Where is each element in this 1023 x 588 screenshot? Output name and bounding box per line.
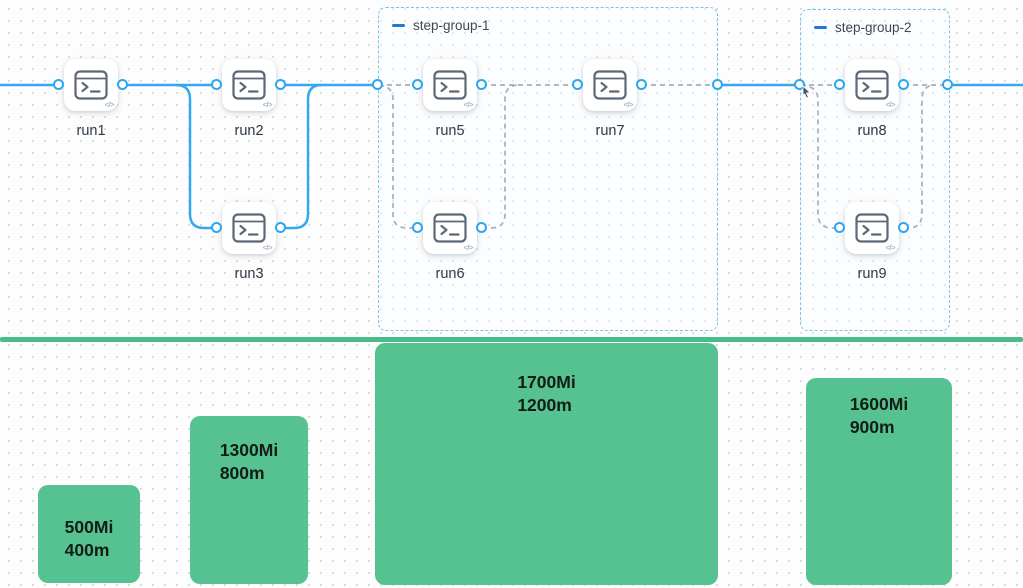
task-node-run2[interactable]: </> — [222, 59, 276, 111]
terminal-icon — [433, 70, 467, 100]
code-badge-icon: </> — [623, 100, 634, 109]
bar-cpu-value: 800m — [219, 463, 265, 484]
connection-port[interactable] — [412, 79, 424, 91]
node-label-run6: run6 — [435, 266, 465, 282]
task-node-run5[interactable]: </> — [423, 59, 477, 111]
resource-usage-bar: 1600Mi 900m — [806, 378, 952, 585]
section-divider-line — [0, 337, 1023, 342]
bar-memory-value: 1700Mi — [517, 372, 576, 392]
task-node-run9[interactable]: </> — [845, 202, 899, 254]
node-label-run5: run5 — [435, 123, 465, 139]
resource-usage-bar: 1700Mi 1200m — [375, 343, 718, 585]
connection-port[interactable] — [53, 79, 65, 91]
resource-usage-bar: 1300Mi 800m — [190, 416, 308, 584]
connection-port[interactable] — [476, 79, 488, 91]
bar-cpu-value: 1200m — [517, 395, 572, 416]
connection-port[interactable] — [117, 79, 129, 91]
task-node-run8[interactable]: </> — [845, 59, 899, 111]
terminal-icon — [855, 70, 889, 100]
solid-edge — [174, 83, 219, 230]
terminal-icon — [232, 213, 266, 243]
collapse-minus-icon[interactable] — [392, 23, 405, 28]
connection-port[interactable] — [275, 79, 287, 91]
connection-port[interactable] — [211, 79, 223, 91]
task-node-run6[interactable]: </> — [423, 202, 477, 254]
task-node-run7[interactable]: </> — [583, 59, 637, 111]
bar-cpu-value: 900m — [849, 417, 895, 438]
terminal-icon — [593, 70, 627, 100]
code-badge-icon: </> — [463, 100, 474, 109]
code-badge-icon: </> — [885, 243, 896, 252]
code-badge-icon: </> — [104, 100, 115, 109]
terminal-icon — [74, 70, 108, 100]
dashed-edge — [482, 84, 520, 229]
dashed-edge — [800, 84, 840, 229]
dashed-edge — [378, 84, 418, 229]
connection-port[interactable] — [834, 79, 846, 91]
terminal-icon — [232, 70, 266, 100]
connection-port[interactable] — [898, 79, 910, 91]
bar-memory-value: 500Mi — [64, 517, 114, 537]
connection-port[interactable] — [372, 79, 384, 91]
task-node-run1[interactable]: </> — [64, 59, 118, 111]
step-group-header: step-group-1 — [379, 8, 717, 33]
terminal-icon — [433, 213, 467, 243]
connection-port[interactable] — [275, 222, 287, 234]
step-group-2[interactable]: step-group-2 — [800, 9, 950, 331]
connection-port[interactable] — [636, 79, 648, 91]
node-label-run9: run9 — [857, 266, 887, 282]
node-label-run1: run1 — [76, 123, 106, 139]
connection-port[interactable] — [572, 79, 584, 91]
connection-port[interactable] — [834, 222, 846, 234]
bar-cpu-value: 400m — [64, 540, 110, 561]
code-badge-icon: </> — [262, 100, 273, 109]
step-group-label: step-group-2 — [835, 20, 912, 35]
solid-edge — [279, 83, 324, 230]
dashed-edge — [904, 84, 937, 229]
bar-memory-value: 1600Mi — [849, 394, 909, 414]
code-badge-icon: </> — [262, 243, 273, 252]
step-group-header: step-group-2 — [801, 10, 949, 35]
node-label-run2: run2 — [234, 123, 264, 139]
connection-port[interactable] — [794, 79, 806, 91]
bar-memory-value: 1300Mi — [219, 440, 279, 460]
node-label-run3: run3 — [234, 266, 264, 282]
resource-usage-bar: 500Mi 400m — [38, 485, 140, 583]
connection-port[interactable] — [942, 79, 954, 91]
connection-port[interactable] — [712, 79, 724, 91]
connection-port[interactable] — [898, 222, 910, 234]
code-badge-icon: </> — [463, 243, 474, 252]
node-label-run7: run7 — [595, 123, 625, 139]
task-node-run3[interactable]: </> — [222, 202, 276, 254]
connection-port[interactable] — [476, 222, 488, 234]
mouse-cursor-arrow — [802, 85, 811, 99]
connection-port[interactable] — [412, 222, 424, 234]
connection-port[interactable] — [211, 222, 223, 234]
code-badge-icon: </> — [885, 100, 896, 109]
edge-layer — [0, 83, 1023, 230]
step-group-label: step-group-1 — [413, 18, 490, 33]
terminal-icon — [855, 213, 889, 243]
node-label-run8: run8 — [857, 123, 887, 139]
collapse-minus-icon[interactable] — [814, 25, 827, 30]
